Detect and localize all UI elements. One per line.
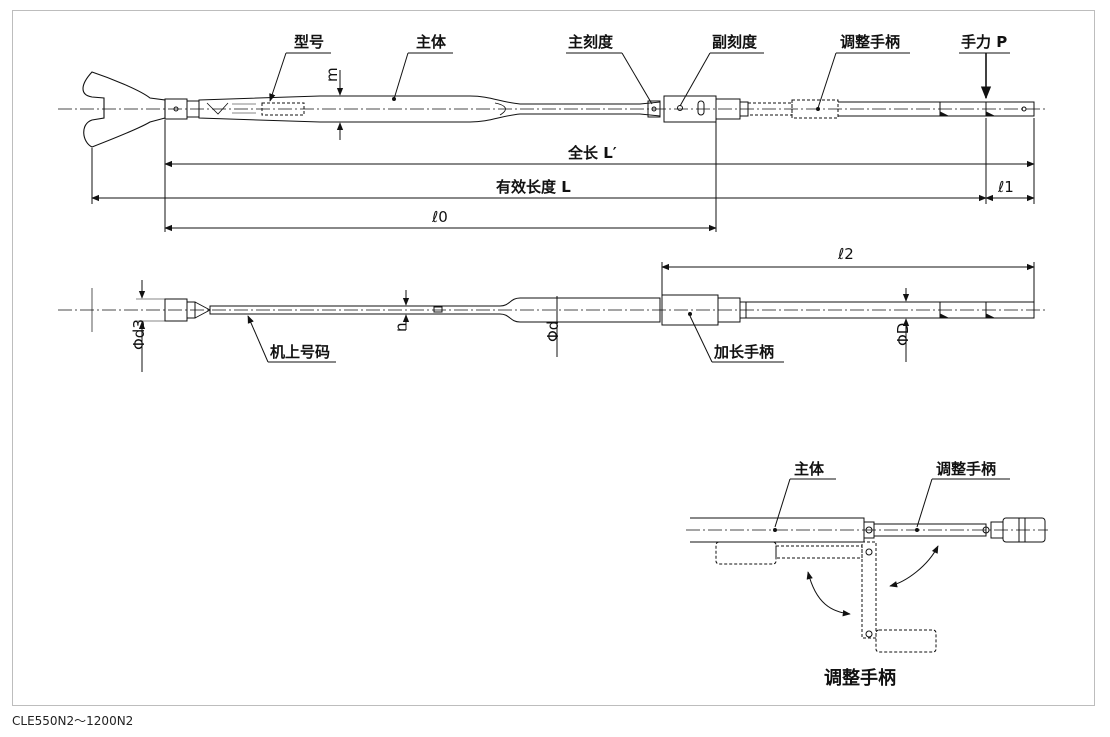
label-extension-handle: 加长手柄 xyxy=(713,343,774,361)
label-detail-adjust-handle: 调整手柄 xyxy=(936,460,996,478)
detail-title: 调整手柄 xyxy=(824,667,896,689)
dim-phi-d3: Φd3 xyxy=(130,319,148,350)
wrench-head xyxy=(82,71,166,148)
dim-n: n xyxy=(392,322,410,332)
dim-total-length: 全长 L′ xyxy=(567,144,617,162)
adjust-handle xyxy=(791,99,839,119)
drawing-frame xyxy=(12,10,1095,706)
label-machine-number: 机上号码 xyxy=(270,343,330,361)
grip xyxy=(838,101,1035,117)
dim-effective-length: 有效长度 L xyxy=(496,178,571,196)
label-hand-force: 手力 P xyxy=(961,33,1007,51)
label-main-scale: 主刻度 xyxy=(568,33,614,51)
side-body xyxy=(209,297,661,323)
label-detail-body: 主体 xyxy=(794,460,825,478)
dim-m: m xyxy=(323,67,341,82)
detail-adjust-handle xyxy=(873,523,987,537)
dim-l2: ℓ2 xyxy=(837,245,854,263)
label-model: 型号 xyxy=(294,33,324,51)
dim-phi-D: ΦD xyxy=(894,323,912,346)
dim-phi-d: Φd xyxy=(544,321,562,342)
figure-caption: CLE550N2～1200N2 xyxy=(12,714,134,728)
label-adjust-handle: 调整手柄 xyxy=(840,33,900,51)
dim-l1: ℓ1 xyxy=(997,178,1014,196)
label-body: 主体 xyxy=(416,33,447,51)
model-plate xyxy=(261,102,305,116)
dim-l0: ℓ0 xyxy=(431,208,448,226)
main-scale xyxy=(647,100,661,118)
label-sub-scale: 副刻度 xyxy=(712,33,758,51)
